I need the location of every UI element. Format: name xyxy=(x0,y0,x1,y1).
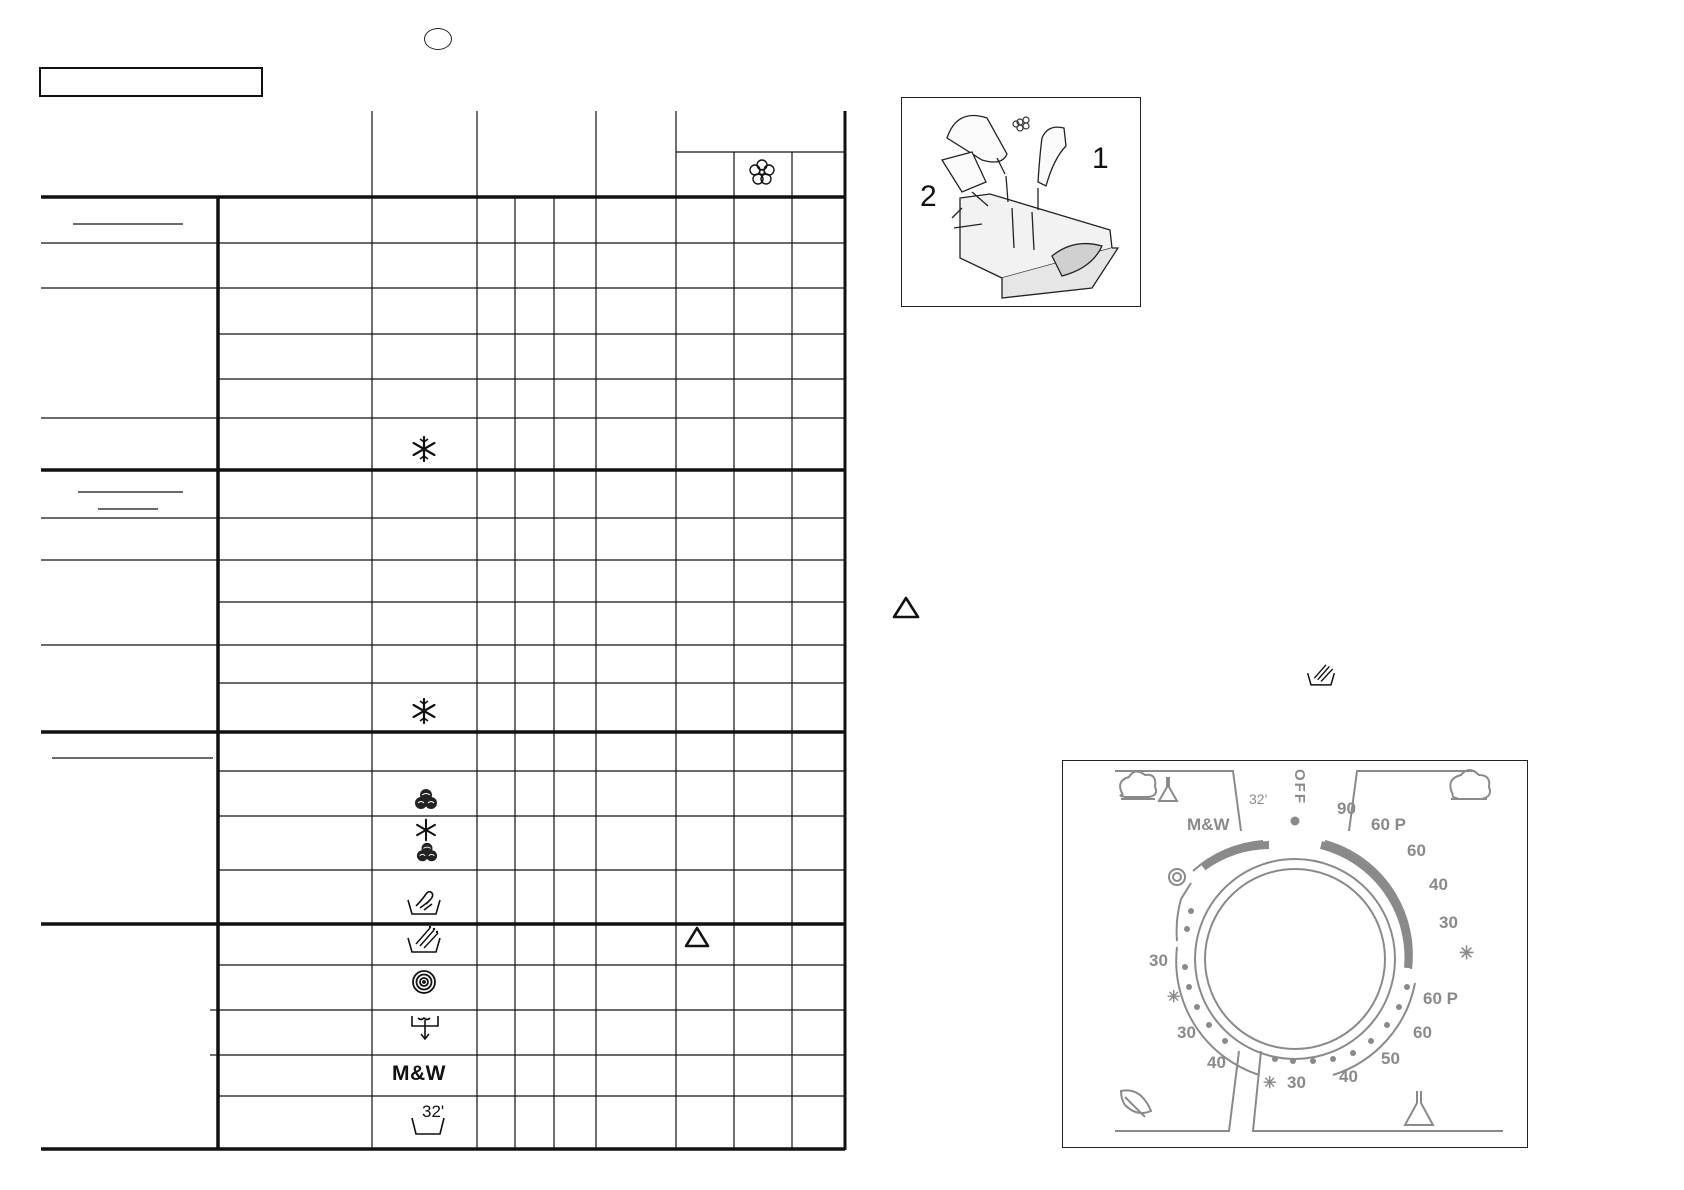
dial-label-40-syn: 40 xyxy=(1339,1067,1358,1086)
detergent-drawer-illustration: 1 2 xyxy=(901,97,1141,307)
spray-icon xyxy=(407,925,441,953)
warning-triangle-icon xyxy=(892,596,920,619)
dial-label-40-delicate: 40 xyxy=(1207,1053,1226,1072)
quick-32-icon: 32' xyxy=(410,1102,450,1136)
dial-label-30-handwash: 30 xyxy=(1149,951,1168,970)
snowflake-icon xyxy=(412,435,436,463)
dial-label-60: 60 xyxy=(1407,841,1426,860)
dial-mw-label: M&W xyxy=(1187,815,1230,834)
flower-icon xyxy=(749,159,775,185)
dial-label-60-syn: 60 xyxy=(1413,1023,1432,1042)
snowflake-icon xyxy=(416,818,436,842)
dial-quick-label: 32' xyxy=(1249,791,1268,807)
programme-dial[interactable]: OFF M&W 32' 90 60 P 60 40 30 60 P 60 50 … xyxy=(1062,760,1528,1148)
dial-label-30-wool: 30 xyxy=(1177,1023,1196,1042)
dial-label-50-syn: 50 xyxy=(1381,1049,1400,1068)
hand-wash-icon xyxy=(407,890,441,915)
drain-icon xyxy=(411,1016,439,1041)
mw-label: M&W xyxy=(392,1062,446,1085)
dial-label-30: 30 xyxy=(1439,913,1458,932)
dial-cold-icon: ✳ xyxy=(1263,1075,1277,1092)
dial-cold-icon: ✳ xyxy=(1459,943,1475,963)
snowflake-icon xyxy=(412,697,436,725)
dial-label-90: 90 xyxy=(1337,799,1356,818)
section-title-box xyxy=(39,67,263,97)
dial-label-60p: 60 P xyxy=(1371,815,1406,834)
dial-cold-icon: ✳ xyxy=(1167,989,1181,1006)
quick-32-label: 32' xyxy=(422,1102,445,1121)
dial-label-60p-syn: 60 P xyxy=(1423,989,1458,1008)
language-badge xyxy=(424,28,452,50)
dial-off-label: OFF xyxy=(1291,769,1308,805)
dial-label-30-syn: 30 xyxy=(1287,1073,1306,1092)
dial-label-40: 40 xyxy=(1429,875,1448,894)
wool-icon xyxy=(415,789,437,809)
drawer-label-1: 1 xyxy=(1092,142,1109,175)
spiral-icon xyxy=(412,970,436,994)
drawer-label-2: 2 xyxy=(920,180,937,213)
spray-icon xyxy=(1306,664,1336,686)
programme-table xyxy=(41,111,847,1151)
warning-triangle-icon xyxy=(684,926,710,948)
wool-icon xyxy=(416,842,438,862)
